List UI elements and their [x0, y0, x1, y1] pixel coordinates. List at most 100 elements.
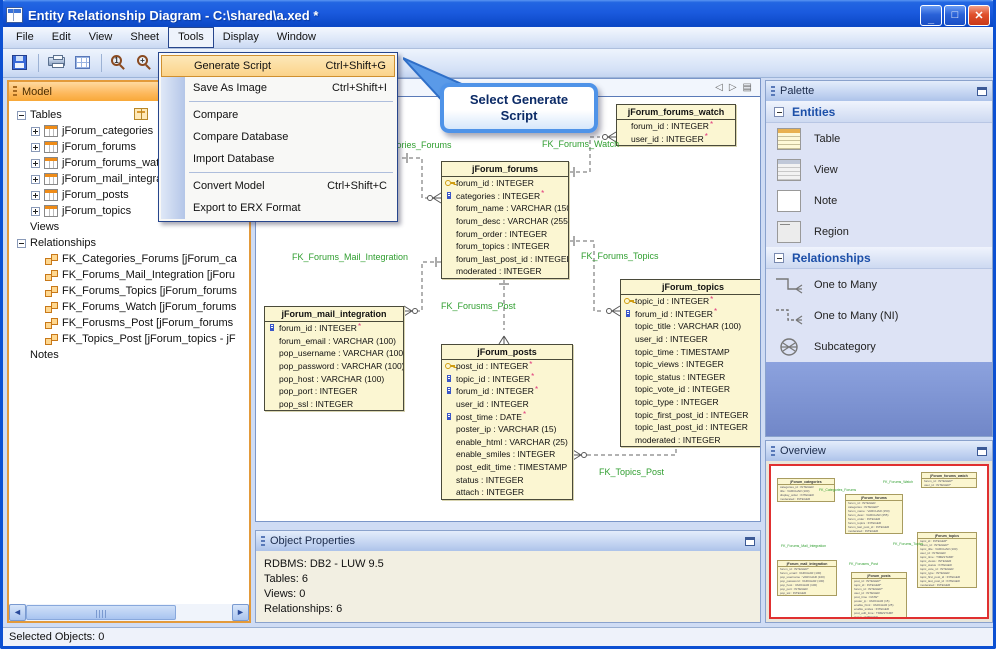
- entity-jforum-forums[interactable]: jForum_forums forum_id : INTEGER categor…: [441, 161, 569, 279]
- tree-node-table[interactable]: jForum_topics: [17, 203, 249, 219]
- column-row[interactable]: categories : INTEGER*: [442, 190, 568, 203]
- column-row[interactable]: pop_ssl : INTEGER: [265, 398, 403, 411]
- menu-item-convert-model[interactable]: Convert Model Ctrl+Shift+C: [193, 180, 387, 192]
- next-sheet-button[interactable]: ▷: [728, 82, 737, 93]
- prev-sheet-button[interactable]: ◁: [715, 82, 723, 93]
- expand-icon[interactable]: [31, 126, 40, 136]
- palette-item-one-to-many[interactable]: One to Many: [766, 269, 992, 300]
- column-row[interactable]: topic_id : INTEGER*: [621, 295, 760, 308]
- panel-grip[interactable]: [771, 85, 775, 97]
- column-row[interactable]: post_id : INTEGER*: [442, 360, 572, 373]
- entity-jforum-forums-watch[interactable]: jForum_forums_watch forum_id : INTEGER* …: [616, 104, 736, 147]
- column-row[interactable]: forum_id : INTEGER: [442, 177, 568, 190]
- object-properties-header[interactable]: Object Properties: [256, 531, 760, 551]
- entity-jforum-topics[interactable]: jForum_topics topic_id : INTEGER* forum_…: [620, 279, 760, 448]
- column-row[interactable]: pop_host : VARCHAR (100): [265, 372, 403, 385]
- save-button[interactable]: [9, 53, 31, 73]
- scroll-right-arrow[interactable]: ►: [232, 604, 249, 621]
- column-row[interactable]: enable_smiles : INTEGER: [442, 448, 572, 461]
- column-row[interactable]: user_id : INTEGER: [442, 398, 572, 411]
- maximize-button[interactable]: □: [944, 4, 966, 26]
- overview-header[interactable]: Overview: [766, 441, 992, 461]
- column-row[interactable]: topic_first_post_id : INTEGER: [621, 408, 760, 421]
- menu-edit[interactable]: Edit: [51, 31, 71, 43]
- tree-node-table[interactable]: jForum_forums: [17, 139, 249, 155]
- grid-button[interactable]: [72, 53, 94, 73]
- tree-node-notes[interactable]: Notes: [30, 349, 59, 361]
- panel-grip[interactable]: [261, 535, 265, 547]
- tree-node-relationship[interactable]: FK_Forums_Topics [jForum_forums: [17, 283, 249, 299]
- column-row[interactable]: forum_id : INTEGER*: [617, 120, 735, 133]
- collapse-icon[interactable]: [17, 238, 26, 248]
- column-row[interactable]: topic_title : VARCHAR (100): [621, 320, 760, 333]
- expand-icon[interactable]: [31, 158, 40, 168]
- menu-window[interactable]: Window: [276, 31, 316, 43]
- menu-item-export-erx[interactable]: Export to ERX Format: [193, 202, 301, 214]
- menu-view[interactable]: View: [88, 31, 113, 43]
- column-row[interactable]: poster_ip : VARCHAR (15): [442, 423, 572, 436]
- tree-node-table[interactable]: jForum_categories: [17, 123, 249, 139]
- minimize-button[interactable]: _: [920, 4, 942, 26]
- entity-jforum-posts[interactable]: jForum_posts post_id : INTEGER* topic_id…: [441, 344, 573, 500]
- fk-label[interactable]: FK_Forusms_Post: [441, 301, 516, 311]
- fk-label[interactable]: FK_Topics_Post: [599, 467, 665, 477]
- zoom-actual-button[interactable]: 1: [109, 53, 131, 73]
- menu-display[interactable]: Display: [222, 31, 259, 43]
- collapse-icon[interactable]: [17, 110, 26, 120]
- menu-item-compare[interactable]: Compare: [134, 104, 395, 126]
- model-horizontal-scrollbar[interactable]: ◄ ►: [9, 604, 249, 621]
- menu-item-save-as-image[interactable]: Save As Image Ctrl+Shift+I: [193, 82, 387, 94]
- expand-icon[interactable]: [31, 206, 40, 216]
- scrollbar-thumb[interactable]: [26, 605, 176, 620]
- column-row[interactable]: forum_id : INTEGER*: [621, 308, 760, 321]
- column-row[interactable]: pop_username : VARCHAR (100): [265, 347, 403, 360]
- close-button[interactable]: ✕: [968, 4, 990, 26]
- panel-grip[interactable]: [771, 445, 775, 457]
- column-row[interactable]: topic_type : INTEGER: [621, 396, 760, 409]
- column-row[interactable]: topic_time : TIMESTAMP: [621, 345, 760, 358]
- column-row[interactable]: user_id : INTEGER: [621, 333, 760, 346]
- column-row[interactable]: forum_id : INTEGER*: [442, 385, 572, 398]
- zoom-in-button[interactable]: +: [135, 53, 157, 73]
- expand-icon[interactable]: [31, 190, 40, 200]
- tree-node-relationships[interactable]: Relationships: [17, 235, 249, 251]
- tree-node-table[interactable]: jForum_forums_watch: [17, 155, 249, 171]
- column-row[interactable]: forum_id : INTEGER*: [265, 322, 403, 335]
- column-row[interactable]: topic_status : INTEGER: [621, 371, 760, 384]
- column-row[interactable]: pop_password : VARCHAR (100): [265, 360, 403, 373]
- scrollbar-track[interactable]: [176, 604, 232, 621]
- column-row[interactable]: topic_views : INTEGER: [621, 358, 760, 371]
- sheet-list-button[interactable]: ▤: [742, 82, 752, 93]
- expand-icon[interactable]: [31, 142, 40, 152]
- column-row[interactable]: enable_html : VARCHAR (25): [442, 436, 572, 449]
- fk-label[interactable]: FK_Forums_Mail_Integration: [292, 252, 409, 262]
- column-row[interactable]: moderated : INTEGER: [621, 434, 760, 447]
- fk-label[interactable]: FK_Forums_Watch: [542, 139, 620, 149]
- menu-file[interactable]: File: [16, 31, 34, 43]
- entities-section-header[interactable]: Entities: [766, 101, 992, 123]
- print-button[interactable]: [46, 53, 68, 73]
- menu-sheet[interactable]: Sheet: [130, 31, 160, 43]
- float-panel-icon[interactable]: [977, 86, 987, 96]
- panel-grip[interactable]: [13, 86, 17, 97]
- palette-item-subcategory[interactable]: Subcategory: [766, 331, 992, 362]
- collapse-icon[interactable]: [774, 106, 784, 117]
- expand-icon[interactable]: [31, 174, 40, 184]
- column-row[interactable]: topic_id : INTEGER*: [442, 373, 572, 386]
- entity-jforum-mail-integration[interactable]: jForum_mail_integration forum_id : INTEG…: [264, 306, 404, 412]
- column-row[interactable]: user_id : INTEGER*: [617, 133, 735, 146]
- palette-header[interactable]: Palette: [766, 81, 992, 101]
- palette-item-view[interactable]: View: [766, 154, 992, 185]
- tree-node-views[interactable]: Views: [30, 221, 60, 233]
- float-panel-icon[interactable]: [977, 446, 987, 456]
- palette-item-one-to-many-ni[interactable]: One to Many (NI): [766, 300, 992, 331]
- menu-item-generate-script[interactable]: Generate Script Ctrl+Shift+G: [161, 55, 395, 77]
- column-row[interactable]: moderated : INTEGER: [442, 265, 568, 278]
- column-row[interactable]: forum_email : VARCHAR (100): [265, 335, 403, 348]
- fk-label[interactable]: FK_Forums_Topics: [581, 251, 659, 261]
- menu-tools[interactable]: Tools: [168, 27, 214, 48]
- column-row[interactable]: forum_topics : INTEGER: [442, 240, 568, 253]
- tree-node-tables[interactable]: Tables: [17, 107, 249, 123]
- menu-item-import-database[interactable]: Import Database: [193, 153, 275, 165]
- tree-node-relationship[interactable]: FK_Forusms_Post [jForum_forums: [17, 315, 249, 331]
